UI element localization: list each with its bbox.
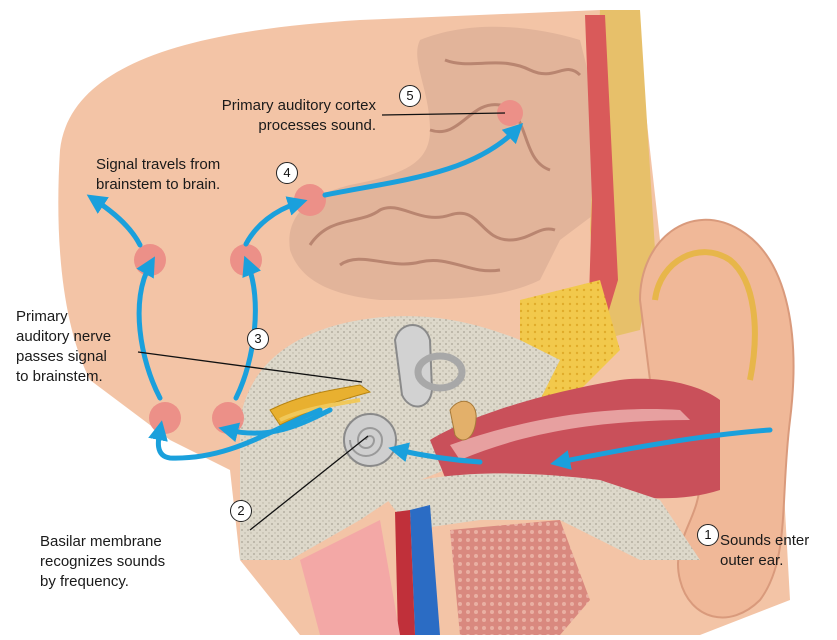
nucleus-left-low [149,402,181,434]
label-line: Sounds enter [720,531,809,551]
cochlea [344,414,396,466]
step-number-1: 1 [697,524,719,546]
step-number-2: 2 [230,500,252,522]
label-line: recognizes sounds [40,552,165,572]
label-basilar-membrane: Basilar membrane recognizes sounds by fr… [40,532,165,592]
label-line: Primary [16,307,111,327]
label-primary-auditory-cortex: Primary auditory cortex processes sound. [180,96,376,136]
nucleus-upper [294,184,326,216]
step-number-4: 4 [276,162,298,184]
nucleus-left-mid [134,244,166,276]
step-number-5: 5 [399,85,421,107]
label-line: Primary auditory cortex [180,96,376,116]
label-signal-travels: Signal travels from brainstem to brain. [96,155,220,195]
label-line: processes sound. [180,116,376,136]
step-number-3: 3 [247,328,269,350]
label-line: brainstem to brain. [96,175,220,195]
label-line: auditory nerve [16,327,111,347]
label-line: outer ear. [720,551,809,571]
label-sounds-enter: Sounds enter outer ear. [720,531,809,571]
nucleus-right-mid [230,244,262,276]
label-line: passes signal [16,347,111,367]
label-line: Signal travels from [96,155,220,175]
label-line: Basilar membrane [40,532,165,552]
label-line: to brainstem. [16,367,111,387]
label-primary-auditory-nerve: Primary auditory nerve passes signal to … [16,307,111,387]
label-line: by frequency. [40,572,165,592]
